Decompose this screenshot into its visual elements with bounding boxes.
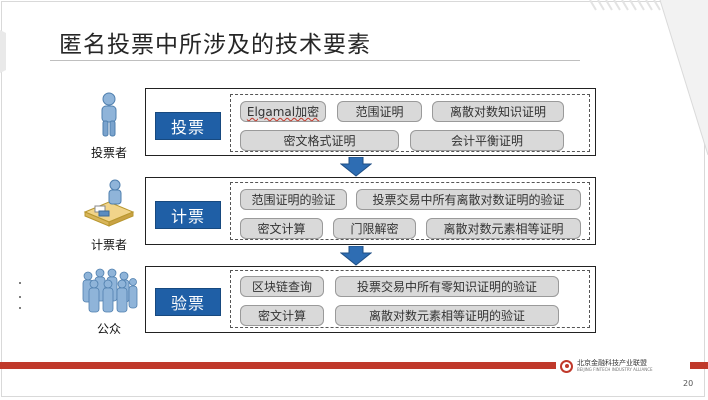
chip-ciphertext-format-proof: 密文格式证明 <box>240 130 399 151</box>
chip-discrete-log-knowledge-proof: 离散对数知识证明 <box>432 101 564 122</box>
brand-name-en: BEIJING FINTECH INDUSTRY ALLIANCE <box>577 367 653 372</box>
title-divider <box>50 60 580 61</box>
bullet-dot <box>19 296 21 298</box>
down-arrow-icon <box>340 157 372 177</box>
slide-title: 匿名投票中所涉及的技术要素 <box>59 32 371 58</box>
chip-label: Elgamal加密 <box>246 105 320 119</box>
stage-row-count-dashed <box>230 182 590 240</box>
chip-elgamal-encryption: Elgamal加密 <box>240 101 326 122</box>
role-voter: 投票者 <box>74 92 144 161</box>
chip-accounting-balance-proof: 会计平衡证明 <box>410 130 564 151</box>
role-label: 投票者 <box>90 146 127 160</box>
stage-row-vote-dashed <box>230 94 590 152</box>
brand-name-cn: 北京金融科技产业联盟 <box>577 359 647 367</box>
chip-blockchain-query: 区块链查询 <box>240 276 324 297</box>
voter-person-icon <box>101 92 117 137</box>
chip-discrete-log-equality-proof-verification: 离散对数元素相等证明的验证 <box>335 305 559 326</box>
chip-range-proof: 范围证明 <box>337 101 422 122</box>
chip-discrete-log-equality-proof: 离散对数元素相等证明 <box>426 218 581 239</box>
chip-range-proof-verification: 范围证明的验证 <box>240 189 347 210</box>
brand-seal-icon <box>560 359 573 373</box>
role-label: 计票者 <box>90 238 127 252</box>
down-arrow-icon <box>340 246 372 266</box>
stage-label-vote: 投票 <box>155 112 221 140</box>
role-counter: 计票者 <box>74 178 144 253</box>
bullet-dot <box>19 282 21 284</box>
chip-all-discrete-log-proof-verification: 投票交易中所有离散对数证明的验证 <box>356 189 581 210</box>
role-label: 公众 <box>96 322 121 336</box>
footer-bar <box>0 362 708 369</box>
chip-threshold-decryption: 门限解密 <box>333 218 416 239</box>
stage-row-verify-dashed <box>230 270 590 328</box>
page-number: 20 <box>683 379 694 388</box>
counter-desk-icon <box>83 179 135 227</box>
bullet-dot <box>19 307 21 309</box>
stage-label-verify: 验票 <box>155 288 221 316</box>
brand-logo: 北京金融科技产业联盟 BEIJING FINTECH INDUSTRY ALLI… <box>556 356 690 376</box>
crowd-icon <box>82 268 138 313</box>
chip-all-zk-proof-verification: 投票交易中所有零知识证明的验证 <box>335 276 559 297</box>
role-public: 公众 <box>74 266 144 337</box>
chip-ciphertext-computation: 密文计算 <box>240 218 323 239</box>
chip-ciphertext-computation: 密文计算 <box>240 305 324 326</box>
stage-label-count: 计票 <box>155 201 221 229</box>
